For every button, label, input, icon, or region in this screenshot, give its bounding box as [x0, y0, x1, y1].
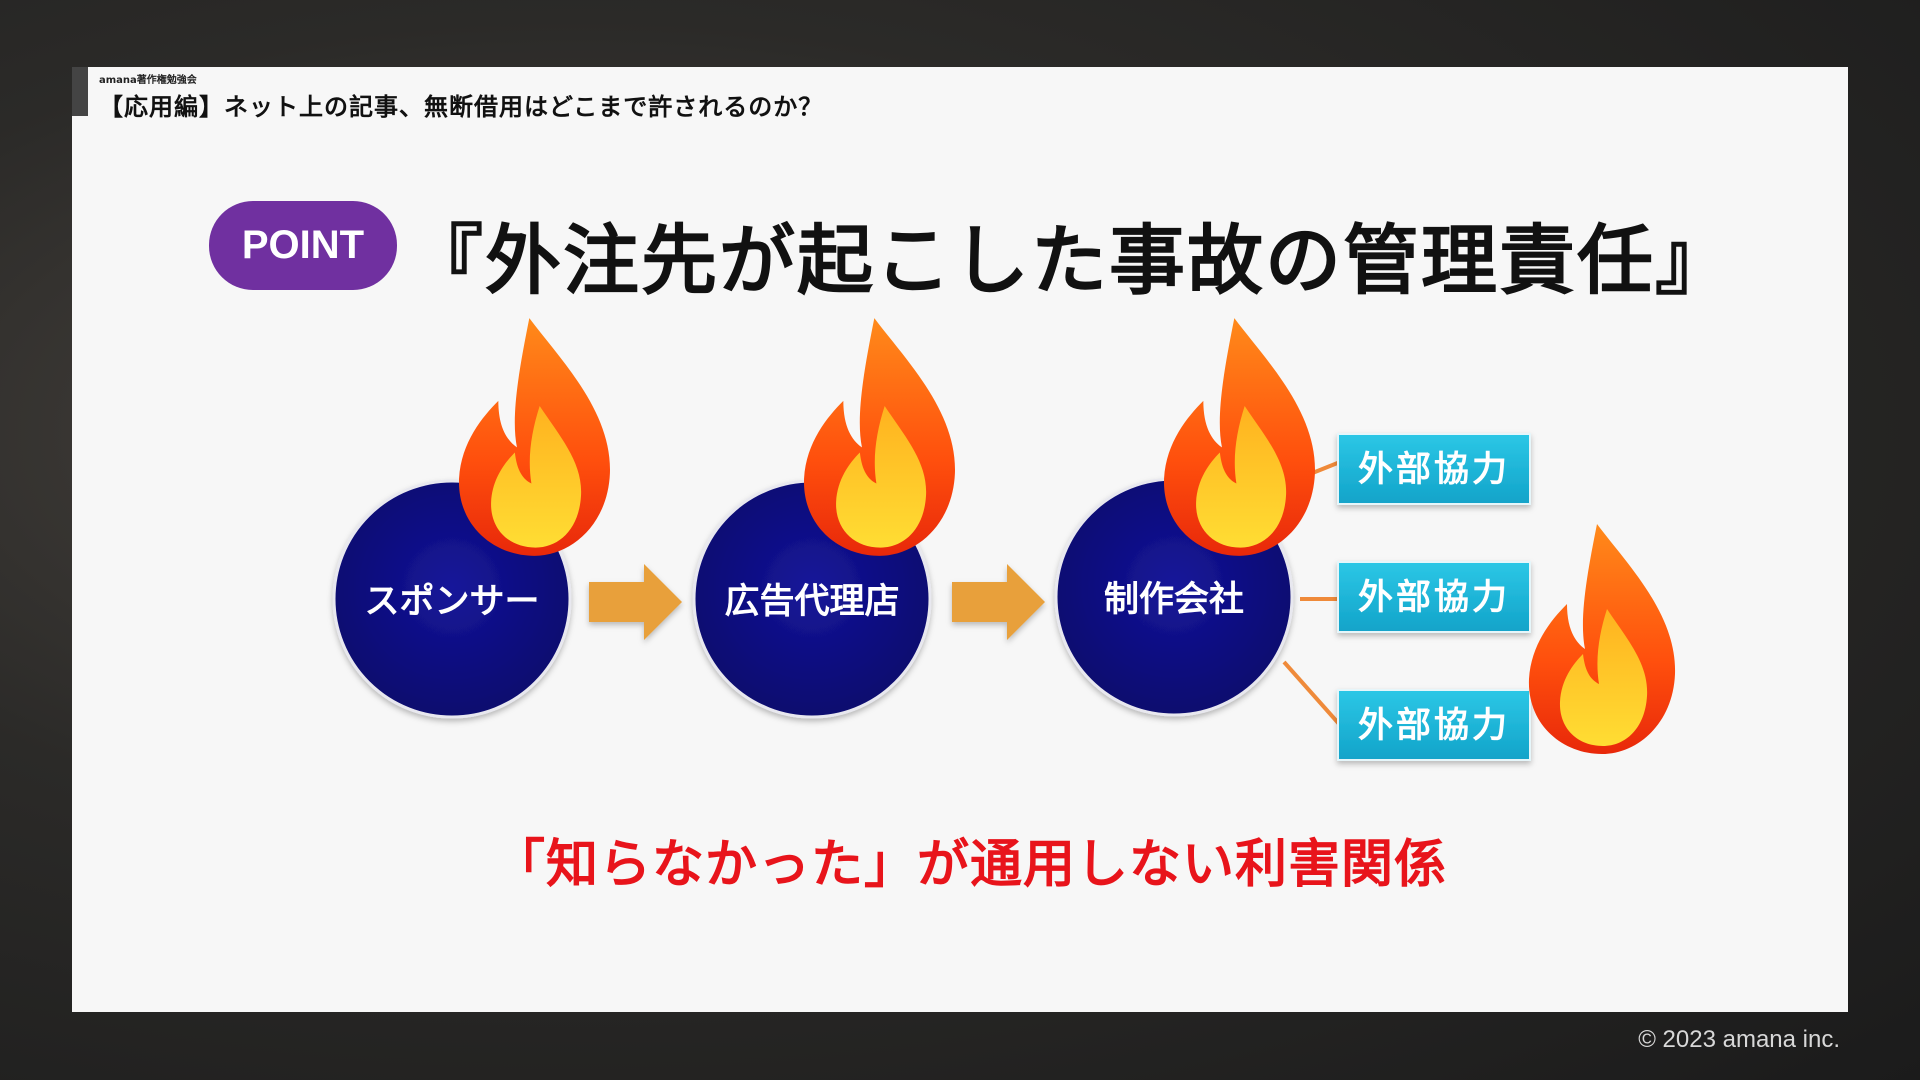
partner-label: 外部協力	[1358, 578, 1510, 618]
node-label: 広告代理店	[724, 582, 899, 622]
flame-icon	[458, 318, 610, 556]
arrow-icon	[589, 564, 682, 640]
connector-line	[1282, 660, 1342, 727]
copyright-text: © 2023 amana inc.	[1638, 1026, 1840, 1053]
slide: amana著作権勉強会 【応用編】ネット上の記事、無断借用はどこまで許されるのか…	[72, 67, 1848, 1012]
flame-icon	[803, 318, 955, 556]
partner-box: 外部協力	[1337, 433, 1531, 505]
caption: 「知らなかった」が通用しない利害関係	[492, 835, 1447, 895]
slide-title: 【応用編】ネット上の記事、無断借用はどこまで許されるのか？	[99, 93, 824, 121]
partner-label: 外部協力	[1358, 450, 1510, 490]
partner-box: 外部協力	[1337, 689, 1531, 761]
point-heading: 『外注先が起こした事故の管理責任』	[407, 216, 1733, 305]
node-label: 制作会社	[1104, 580, 1244, 620]
node-label: スポンサー	[364, 581, 539, 622]
title-accent-bar	[72, 67, 88, 116]
organizer-label: amana著作権勉強会	[99, 75, 197, 86]
flame-icon	[1163, 318, 1315, 556]
arrow-icon	[952, 564, 1045, 640]
partner-box: 外部協力	[1337, 561, 1531, 633]
responsibility-diagram: スポンサー 広告代理店 制作会社 外部協力 外部協力 外部協力	[332, 318, 1676, 761]
point-badge: POINT	[209, 201, 397, 290]
flame-icon	[1528, 524, 1676, 754]
partner-label: 外部協力	[1358, 706, 1510, 746]
